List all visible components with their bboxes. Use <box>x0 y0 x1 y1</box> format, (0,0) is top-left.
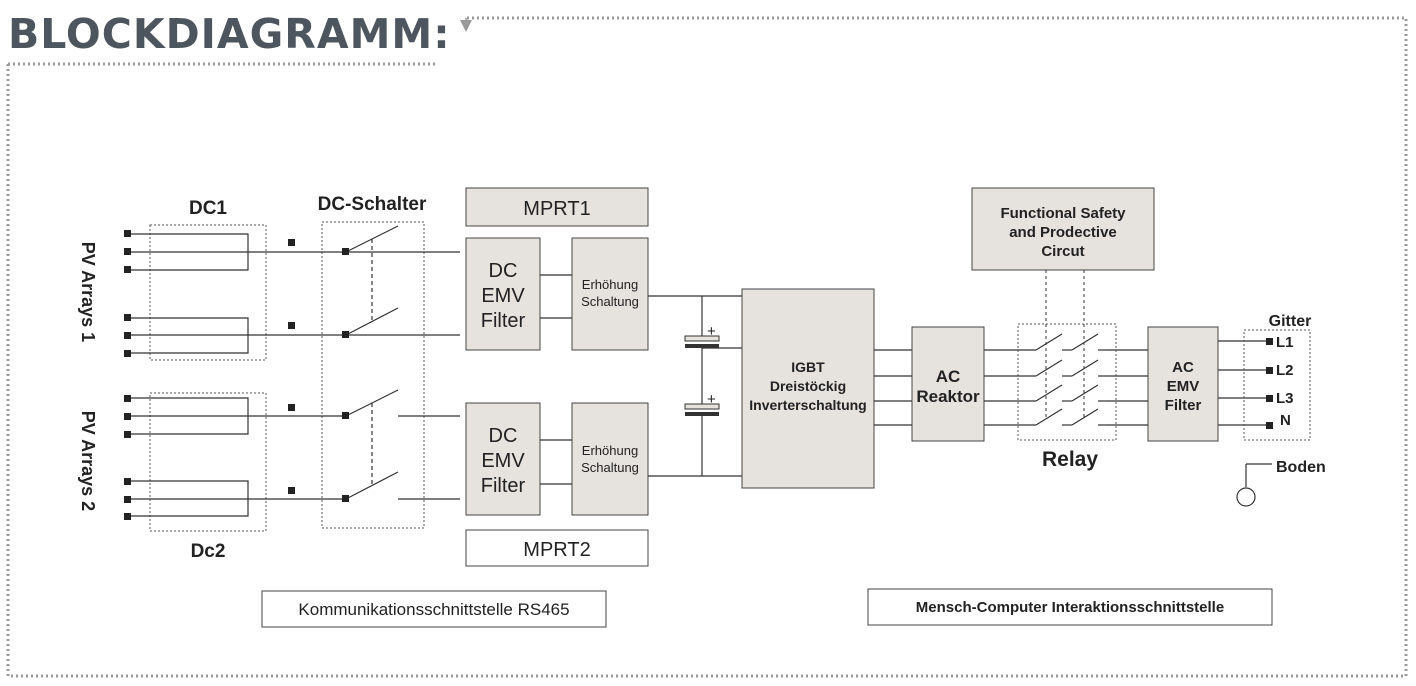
ac-emv-filter: AC EMV Filter <box>1147 326 1219 442</box>
mprt1-box: MPRT1 <box>465 187 649 227</box>
dc-emv-filter-2-line1: DC <box>489 425 518 447</box>
capacitor-2-plus: + <box>707 391 716 408</box>
capacitor-1-plus: + <box>707 323 716 340</box>
dc-input-wiring <box>128 225 460 517</box>
grid-l2: L2 <box>1276 362 1294 379</box>
dc-link-capacitor-1: + <box>684 323 720 348</box>
comm-interface-label: Kommunikationsschnittstelle RS465 <box>298 600 569 619</box>
ac-emv-filter-line2: EMV <box>1167 378 1200 395</box>
dc-emv-filter-1-line1: DC <box>489 260 518 282</box>
boost-circuit-2-line1: Erhöhung <box>582 443 638 458</box>
safety-line2: and Prodective <box>1009 224 1117 241</box>
dc-emv-filter-1: DC EMV Filter <box>465 237 541 351</box>
inverter-line2: Dreistöckig <box>770 378 846 394</box>
grid-n: N <box>1280 412 1291 429</box>
pv-arrays-2-label: PV Arrays 2 <box>78 411 98 511</box>
dc2-group: Dc2 <box>149 392 267 562</box>
boost-circuit-1-line1: Erhöhung <box>582 277 638 292</box>
hmi-interface-label: Mensch-Computer Interaktionsschnittstell… <box>916 599 1224 616</box>
dc-switch-group: DC-Schalter <box>318 194 427 529</box>
grid-l3: L3 <box>1276 390 1294 407</box>
ground-symbol: Boden <box>1236 459 1326 507</box>
safety-line3: Circut <box>1041 243 1084 260</box>
page-title: BLOCKDIAGRAMM: <box>8 10 451 58</box>
dc-emv-filter-1-line2: EMV <box>481 285 525 307</box>
dc-switch-label: DC-Schalter <box>318 194 427 215</box>
comm-interface-box: Kommunikationsschnittstelle RS465 <box>261 590 607 628</box>
outer-frame <box>6 16 1408 678</box>
dc2-label: Dc2 <box>191 541 226 562</box>
ground-label: Boden <box>1276 459 1326 476</box>
pv-arrays-1-label: PV Arrays 1 <box>78 242 98 342</box>
filter-boost-links <box>540 274 572 485</box>
boost-circuit-1: Erhöhung Schaltung <box>571 237 649 351</box>
ac-reactor-line1: AC <box>936 367 961 386</box>
dc-bus <box>648 295 742 477</box>
dc-terminals <box>124 230 349 520</box>
dc-link-capacitor-2: + <box>684 391 720 416</box>
relay-label: Relay <box>1042 448 1098 471</box>
dc1-group: DC1 <box>149 198 267 361</box>
ac-wiring <box>874 270 1268 426</box>
relay-group: Relay <box>1017 323 1117 471</box>
dc1-label: DC1 <box>189 198 227 219</box>
ac-reactor-line2: Reaktor <box>916 387 980 406</box>
dc-emv-filter-2: DC EMV Filter <box>465 402 541 516</box>
safety-circuit: Functional Safety and Prodective Circut <box>971 187 1155 271</box>
boost-circuit-1-line2: Schaltung <box>581 294 639 309</box>
boost-circuit-2-line2: Schaltung <box>581 460 639 475</box>
mprt2-box: MPRT2 <box>465 529 649 567</box>
dc-emv-filter-2-line3: Filter <box>481 475 526 497</box>
ac-reactor: AC Reaktor <box>911 326 985 442</box>
safety-line1: Functional Safety <box>1000 205 1126 222</box>
grid-label: Gitter <box>1269 313 1312 330</box>
dc-emv-filter-1-line3: Filter <box>481 310 526 332</box>
igbt-inverter: IGBT Dreistöckig Inverterschaltung <box>741 288 875 489</box>
dc-emv-filter-2-line2: EMV <box>481 450 525 472</box>
ac-emv-filter-line1: AC <box>1172 359 1194 376</box>
hmi-interface-box: Mensch-Computer Interaktionsschnittstell… <box>867 588 1273 626</box>
inverter-line1: IGBT <box>791 359 825 375</box>
inverter-line3: Inverterschaltung <box>749 397 866 413</box>
grid-group: Gitter L1 L2 L3 N <box>1243 313 1312 441</box>
mprt1-label: MPRT1 <box>523 198 590 220</box>
mprt2-label: MPRT2 <box>523 539 590 561</box>
ac-emv-filter-line3: Filter <box>1165 397 1202 414</box>
grid-l1: L1 <box>1276 334 1294 351</box>
boost-circuit-2: Erhöhung Schaltung <box>571 402 649 516</box>
